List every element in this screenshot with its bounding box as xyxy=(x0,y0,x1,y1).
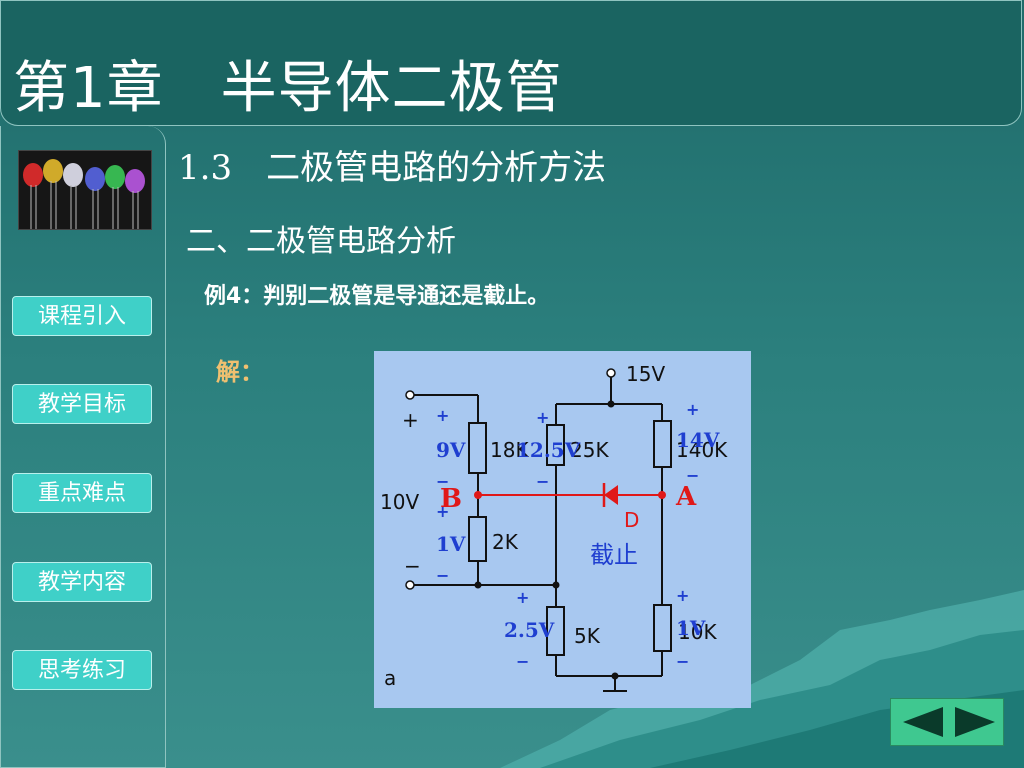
r10k-plus-sign: + xyxy=(676,586,689,605)
nav-exercises-button[interactable]: 思考练习 xyxy=(12,650,152,690)
diode-state-label: 截止 xyxy=(590,541,638,569)
nav-course-intro-button[interactable]: 课程引入 xyxy=(12,296,152,336)
slide-nav-controls xyxy=(890,698,1004,746)
r18k-minus-sign: − xyxy=(436,472,449,491)
diode-label: D xyxy=(624,508,639,532)
source-plus-label: + xyxy=(402,408,419,432)
r-25k-label: 25K xyxy=(570,438,609,462)
chapter-title: 第1章 半导体二极管 xyxy=(13,56,563,121)
r-18k-label: 18K xyxy=(490,438,529,462)
node-b-label: B xyxy=(440,484,462,514)
r2k-plus-sign: + xyxy=(436,502,449,521)
v-14v-label: 14V xyxy=(676,428,720,452)
prev-arrow-icon[interactable] xyxy=(899,705,947,739)
r140k-plus-sign: + xyxy=(686,400,699,419)
source-10v-label: 10V xyxy=(380,490,419,514)
section-title: 1.3 二极管电路的分析方法 xyxy=(178,148,607,188)
r5k-plus-sign: + xyxy=(516,588,529,607)
r-140k-label: 140K xyxy=(676,438,728,462)
led-photo xyxy=(18,150,152,230)
header-bar: 第1章 半导体二极管 xyxy=(0,0,1022,126)
r18k-plus-sign: + xyxy=(436,406,449,425)
r5k-minus-sign: − xyxy=(516,652,529,671)
v-12-5v-label: 12.5V xyxy=(516,438,581,462)
r-10k-label: 10K xyxy=(678,620,717,644)
v-1v-left-label: 1V xyxy=(436,532,466,556)
node-a-label: A xyxy=(675,482,697,512)
subsection-title: 二、二极管电路分析 xyxy=(186,224,456,259)
example-text: 例4：判别二极管是导通还是截止。 xyxy=(204,284,550,309)
v-9v-label: 9V xyxy=(436,438,466,462)
r2k-minus-sign: − xyxy=(436,566,449,585)
circuit-diagram: 15V 10V + − 18K 2K 25K 5K 140K 10K a 9V … xyxy=(374,351,751,708)
next-arrow-icon[interactable] xyxy=(951,705,999,739)
nav-key-points-button[interactable]: 重点难点 xyxy=(12,473,152,513)
v-1v-right-label: 1V xyxy=(676,616,706,640)
r25k-plus-sign: + xyxy=(536,408,549,427)
r10k-minus-sign: − xyxy=(676,652,689,671)
r25k-minus-sign: − xyxy=(536,472,549,491)
r140k-minus-sign: − xyxy=(686,466,699,485)
figure-label: a xyxy=(384,666,396,690)
source-minus-label: − xyxy=(404,554,421,578)
nav-teaching-content-button[interactable]: 教学内容 xyxy=(12,562,152,602)
r-5k-label: 5K xyxy=(574,624,601,648)
solution-label: 解： xyxy=(216,358,264,386)
nav-teaching-goals-button[interactable]: 教学目标 xyxy=(12,384,152,424)
supply-15v-label: 15V xyxy=(626,362,665,386)
r-2k-label: 2K xyxy=(492,530,519,554)
v-2-5v-label: 2.5V xyxy=(504,618,555,642)
